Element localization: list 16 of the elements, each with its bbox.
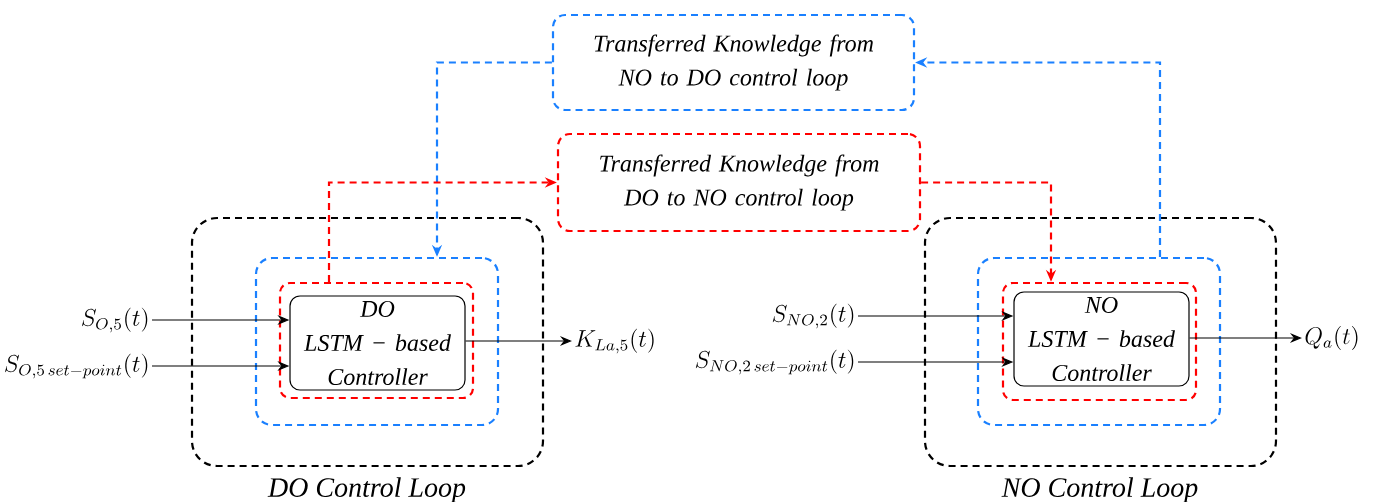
knowledge-box: Transferred Knowledge from DO to NO control loop (556, 132, 922, 233)
dashed-frame (1001, 281, 1198, 402)
dashed-frame (976, 256, 1222, 427)
controller-box: DO LSTM − based Controller (289, 295, 466, 391)
signal-label: $S_{O,5\,set-point}(t)$ (5, 353, 148, 379)
node-label: NO Control Loop (1001, 477, 1198, 502)
signal-label: $K_{La,5}(t)$ (575, 328, 654, 354)
signal-label: $S_{O,5}(t)$ (82, 307, 148, 333)
signal-label: $Q_a(t)$ (1305, 326, 1358, 350)
knowledge-box: Transferred Knowledge from NO to DO control loop (551, 13, 916, 112)
signal-label: $S_{NO,2\,set-point}(t)$ (695, 349, 854, 375)
controller-box: NO LSTM − based Controller (1013, 291, 1190, 387)
dashed-frame (254, 256, 500, 427)
signal-label: $S_{NO,2}(t)$ (772, 303, 854, 329)
dashed-frame (278, 281, 475, 400)
node-label: DO Control Loop (267, 477, 466, 502)
